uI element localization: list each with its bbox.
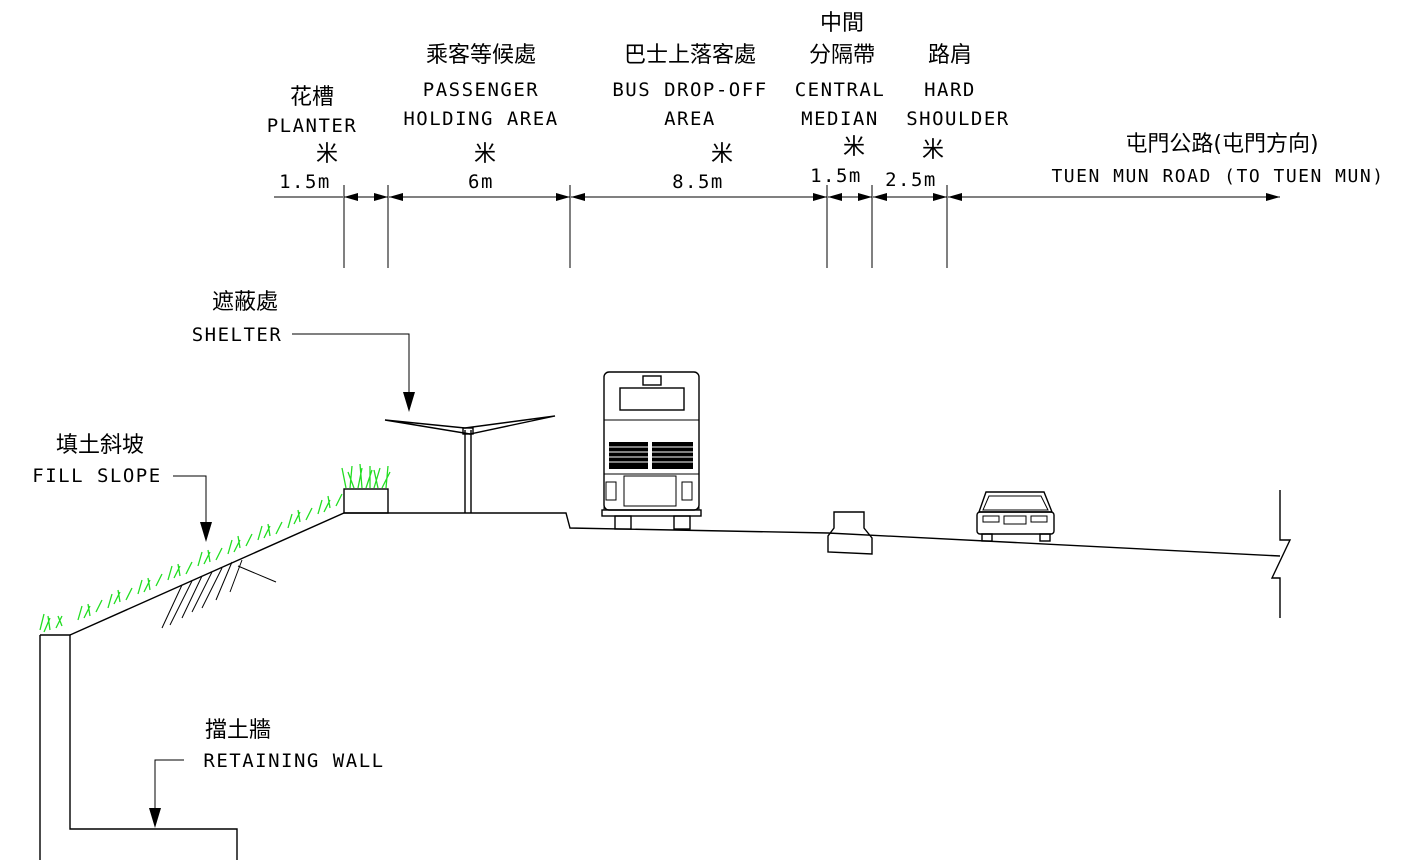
retaining-wall-label-zh: 擋土牆: [205, 718, 271, 743]
median-label-zh-1: 中間: [820, 11, 864, 36]
ground-profile: [69, 490, 1292, 636]
bus-wheel-right: [673, 515, 691, 530]
median-barrier-outline: [827, 511, 873, 555]
slope-hatching: [161, 559, 277, 629]
bus-lower-window-right: [652, 442, 693, 469]
retaining-wall-callout: 擋土牆 RETAINING WALL: [149, 718, 384, 828]
car-body: [976, 511, 1055, 535]
dimension-labels: 花槽 PLANTER 米 1.5m 乘客等候處 PASSENGER HOLDIN…: [267, 11, 1384, 193]
shelter-bracket: [462, 427, 474, 435]
car-headlight-right: [1030, 515, 1048, 523]
slope-grass: [39, 493, 343, 633]
shelter-callout: 遮蔽處 SHELTER: [192, 290, 415, 412]
holding-area-label-en-2: HOLDING AREA: [403, 108, 558, 130]
bus-lower-window-left: [609, 442, 648, 469]
shelter-leader-arrowhead: [403, 392, 415, 412]
shoulder-unit: 米: [922, 138, 944, 163]
bus-dropoff-width: 8.5m: [672, 171, 724, 193]
shelter-label-zh: 遮蔽處: [212, 290, 278, 315]
break-line: [1270, 490, 1292, 618]
car-headlight-left: [982, 515, 1000, 523]
median-barrier: [827, 511, 873, 555]
planter-box: [341, 463, 391, 514]
shoulder-label-en-1: HARD: [924, 79, 976, 101]
bus-grille: [623, 475, 677, 507]
dimension-lines: [274, 185, 1280, 268]
shelter-structure: [384, 415, 556, 513]
bus-bumper: [601, 509, 702, 517]
median-width: 1.5m: [810, 165, 862, 187]
bus-dropoff-label-en-1: BUS DROP-OFF: [612, 79, 767, 101]
median-label-en-1: CENTRAL: [795, 79, 886, 101]
retaining-wall: [39, 634, 238, 860]
car-windshield: [982, 495, 1049, 511]
planter-label-zh: 花槽: [290, 85, 334, 110]
planter-label-en: PLANTER: [267, 115, 358, 137]
median-label-en-2: MEDIAN: [801, 108, 879, 130]
planter-width: 1.5m: [279, 171, 331, 193]
retaining-wall-leader-line: [154, 759, 184, 810]
fill-slope-callout: 填土斜坡 FILL SLOPE: [32, 433, 212, 542]
holding-area-label-en-1: PASSENGER: [423, 79, 539, 101]
shelter-label-en: SHELTER: [192, 324, 283, 346]
bus-upper-window: [619, 387, 685, 411]
fill-slope-leader-arrowhead: [200, 522, 212, 542]
planter-grass: [341, 463, 391, 489]
fill-slope-label-zh: 填土斜坡: [56, 433, 144, 458]
median-unit: 米: [843, 135, 865, 160]
median-label-zh-2: 分隔帶: [809, 43, 875, 68]
bus-body: [603, 371, 700, 511]
fill-slope-label-en: FILL SLOPE: [32, 465, 161, 487]
holding-area-label-zh: 乘客等候處: [426, 43, 536, 68]
retaining-wall-leader-arrowhead: [149, 808, 161, 828]
bus-dropoff-unit: 米: [711, 142, 733, 167]
bus-headlight-right: [681, 481, 693, 501]
tuen-mun-road-label-en: TUEN MUN ROAD (TO TUEN MUN): [1051, 166, 1384, 187]
ground-surface-line: [69, 512, 1281, 636]
bus-front-view: [601, 371, 702, 530]
bus-headlight-left: [605, 481, 617, 501]
bus-front-panel: [603, 473, 700, 511]
bus-wheel-left: [614, 515, 632, 530]
tuen-mun-road-label-zh: 屯門公路(屯門方向): [1125, 132, 1318, 157]
car-roof: [978, 491, 1054, 513]
car-front-view: [976, 491, 1055, 542]
shoulder-label-en-2: SHOULDER: [906, 108, 1010, 130]
planter-unit: 米: [316, 142, 338, 167]
car-wheel-right: [1039, 533, 1051, 542]
shoulder-label-zh: 路肩: [928, 43, 972, 68]
fill-slope-leader-line: [173, 475, 207, 524]
bus-destination-display: [642, 375, 662, 386]
grass-strokes: [39, 493, 343, 633]
planter-box-outline: [343, 488, 389, 514]
car-wheel-left: [981, 533, 993, 542]
bus-dropoff-label-en-2: AREA: [664, 108, 716, 130]
retaining-wall-label-en: RETAINING WALL: [203, 750, 384, 772]
holding-area-unit: 米: [474, 142, 496, 167]
shelter-canopy: [384, 415, 556, 435]
shoulder-width: 2.5m: [885, 169, 937, 191]
holding-area-width: 6m: [468, 171, 494, 193]
car-grille: [1003, 515, 1027, 525]
shelter-leader-line: [292, 333, 410, 394]
bus-dropoff-label-zh: 巴士上落客處: [624, 43, 756, 68]
